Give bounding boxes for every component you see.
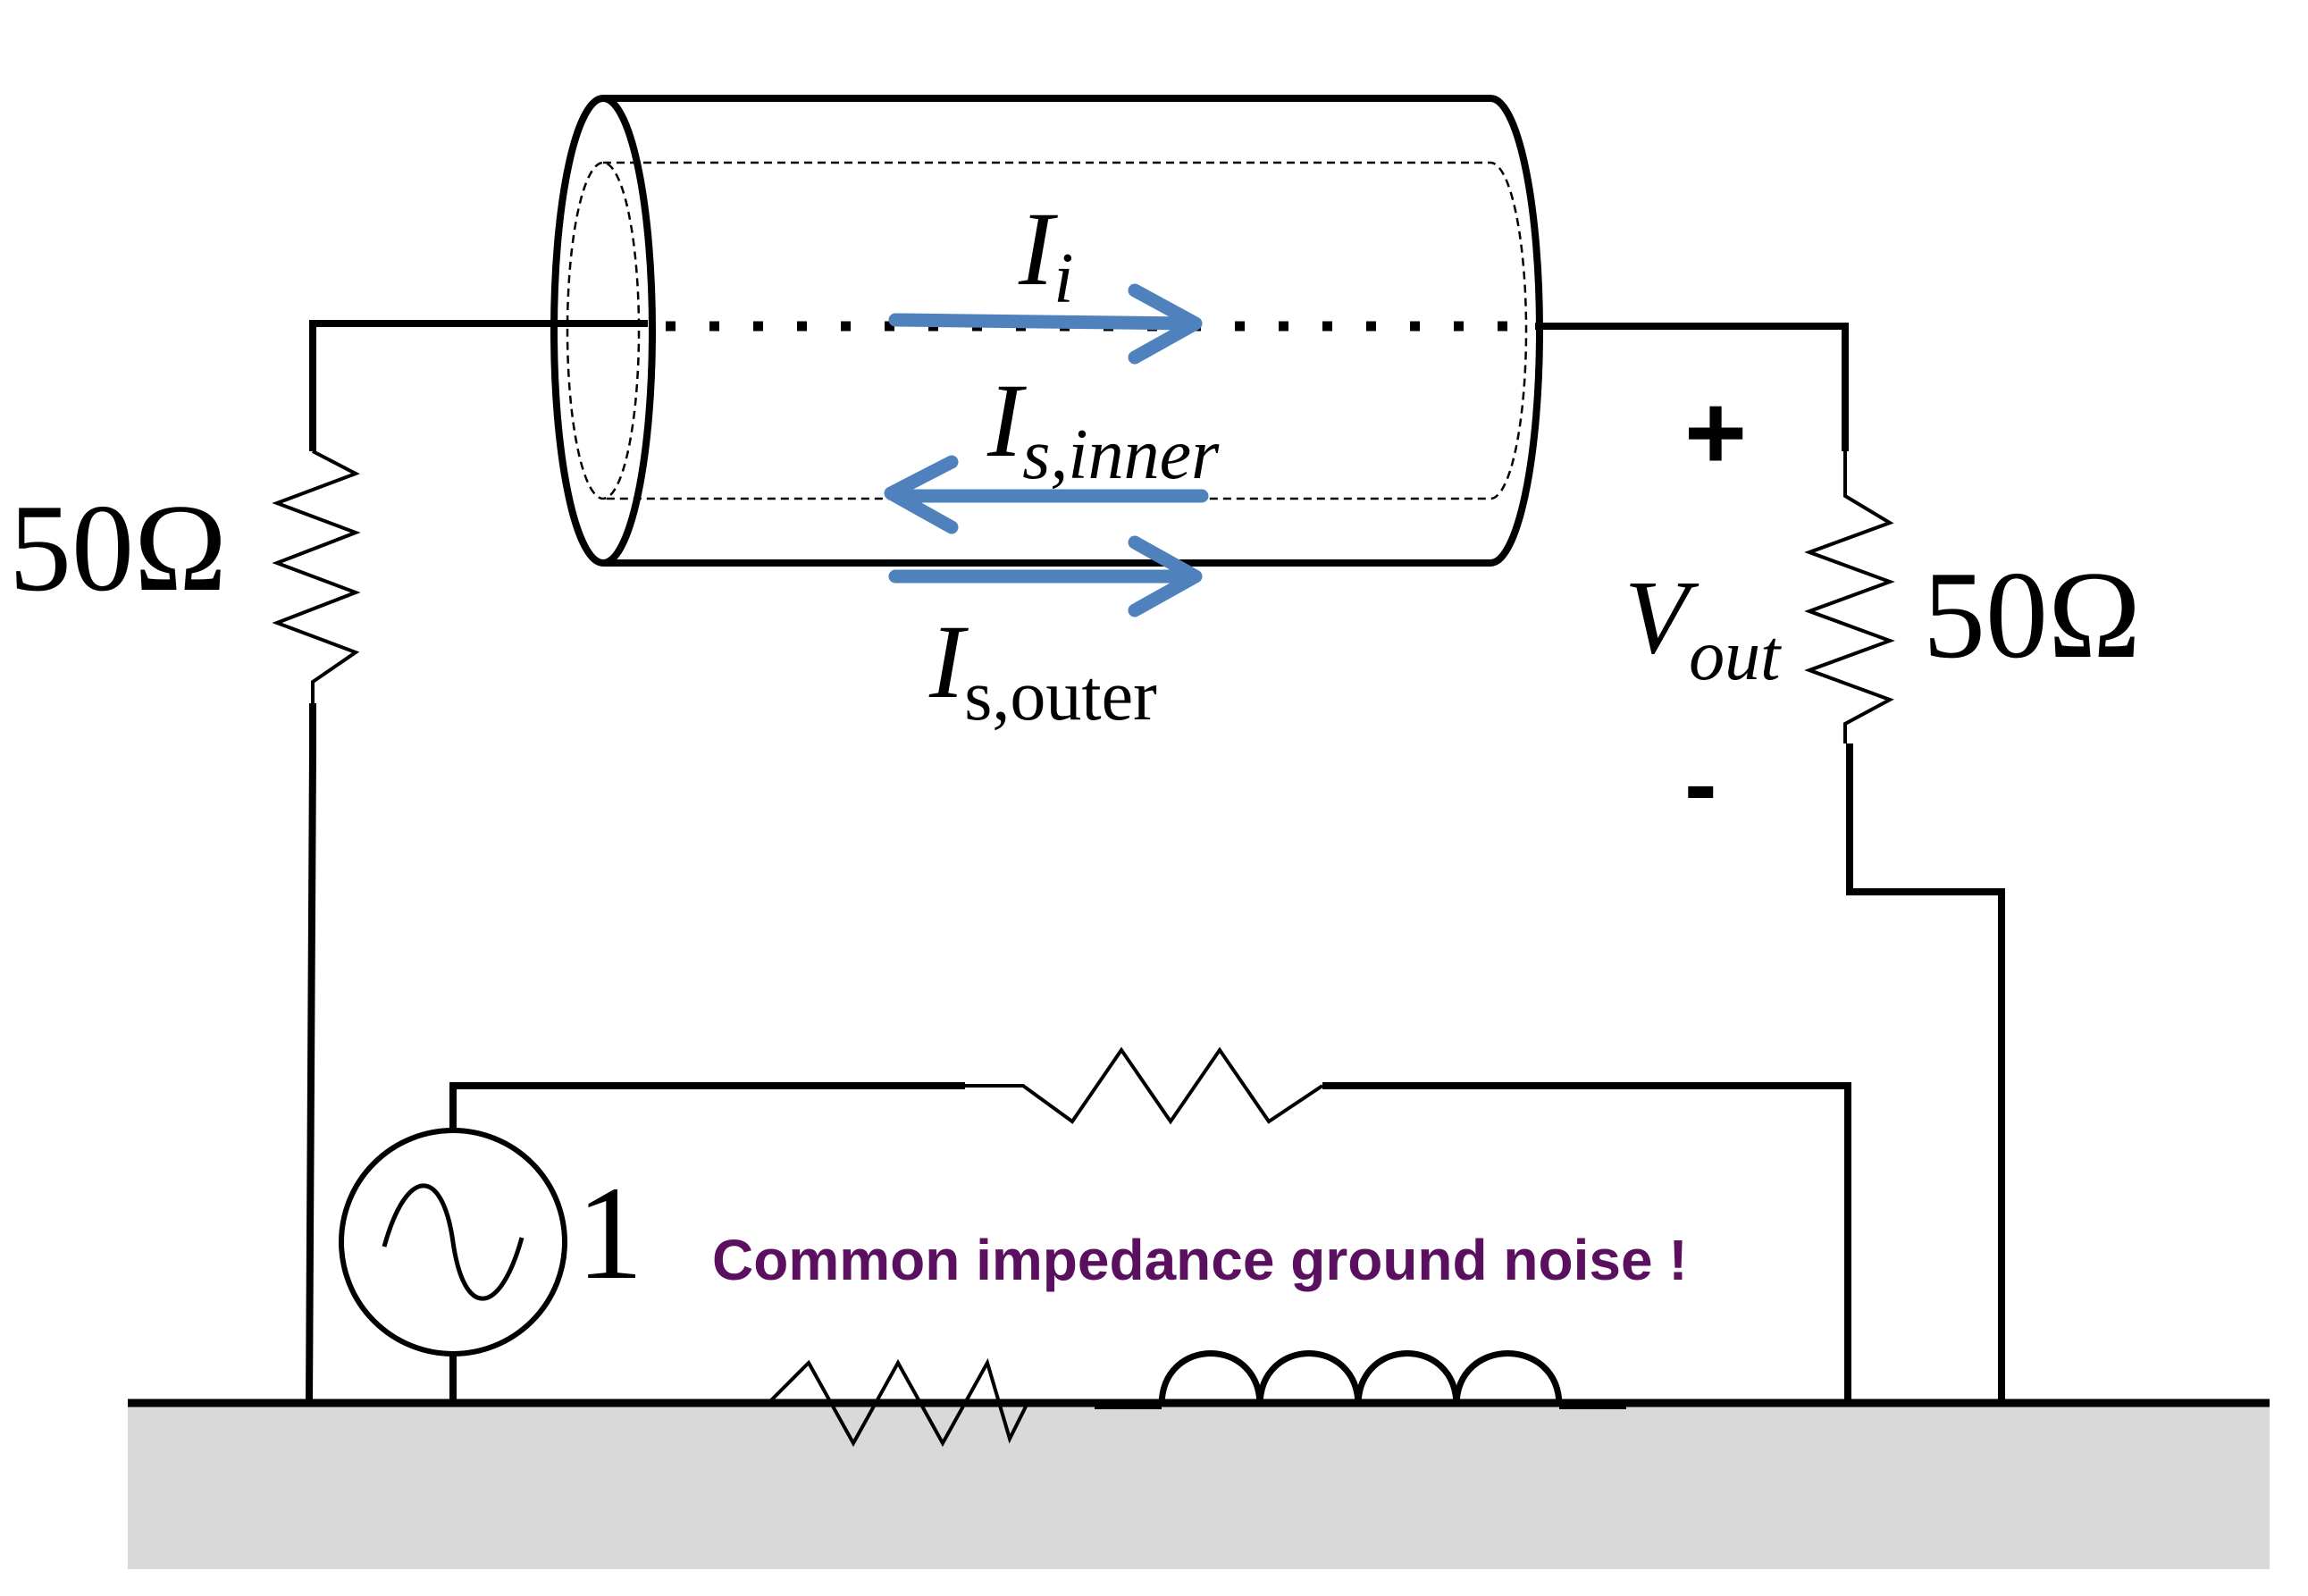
current-inner-subscript: i (1053, 239, 1073, 318)
source-label: 1 (576, 1159, 643, 1307)
current-shield-outer-symbol: I (928, 603, 969, 720)
ground-loop-upper (449, 1046, 1851, 1403)
current-shield-inner-label: Is,inner (986, 362, 1220, 494)
left-wiring (306, 320, 648, 1404)
coaxial-cable-icon (550, 95, 1543, 567)
inductor-icon (1095, 1350, 1626, 1409)
arrow-right-icon (888, 535, 1203, 617)
left-resistor-label: 50Ω (9, 479, 227, 617)
vout-label: Vout (1624, 559, 1782, 695)
right-wiring (1535, 323, 2005, 1403)
cable-outer-body (603, 95, 1543, 567)
right-resistor-label: 50Ω (1923, 546, 2141, 685)
current-shield-inner-symbol: I (986, 362, 1027, 479)
cable-inner-shield-end (566, 161, 641, 500)
resistor-icon (965, 1046, 1324, 1125)
arrow-right-icon (888, 283, 1203, 365)
resistor-icon (272, 449, 361, 703)
ground-impedance-resistor (710, 1357, 1068, 1448)
current-shield-outer-subscript: s,outer (964, 657, 1157, 735)
ground-plane (128, 1403, 2270, 1569)
current-arrows (884, 283, 1209, 617)
arrow-left-icon (884, 455, 1209, 534)
ac-voltage-source-icon (339, 1128, 567, 1403)
vout-subscript: out (1689, 617, 1782, 695)
plus-sign: + (1684, 373, 1747, 492)
resistor-icon (767, 1357, 1029, 1448)
resistor-icon (1804, 451, 1895, 743)
caption: Common impedance ground noise ! (712, 1228, 1688, 1292)
current-shield-inner-subscript: s,inner (1022, 416, 1220, 494)
cable-left-end (550, 95, 656, 567)
current-inner-label: Ii (1018, 190, 1074, 318)
current-shield-outer-label: Is,outer (928, 603, 1157, 735)
current-inner-symbol: I (1018, 190, 1058, 307)
vout-symbol: V (1624, 559, 1700, 676)
minus-sign: - (1684, 729, 1717, 839)
cable-inner-shield (603, 161, 1528, 500)
